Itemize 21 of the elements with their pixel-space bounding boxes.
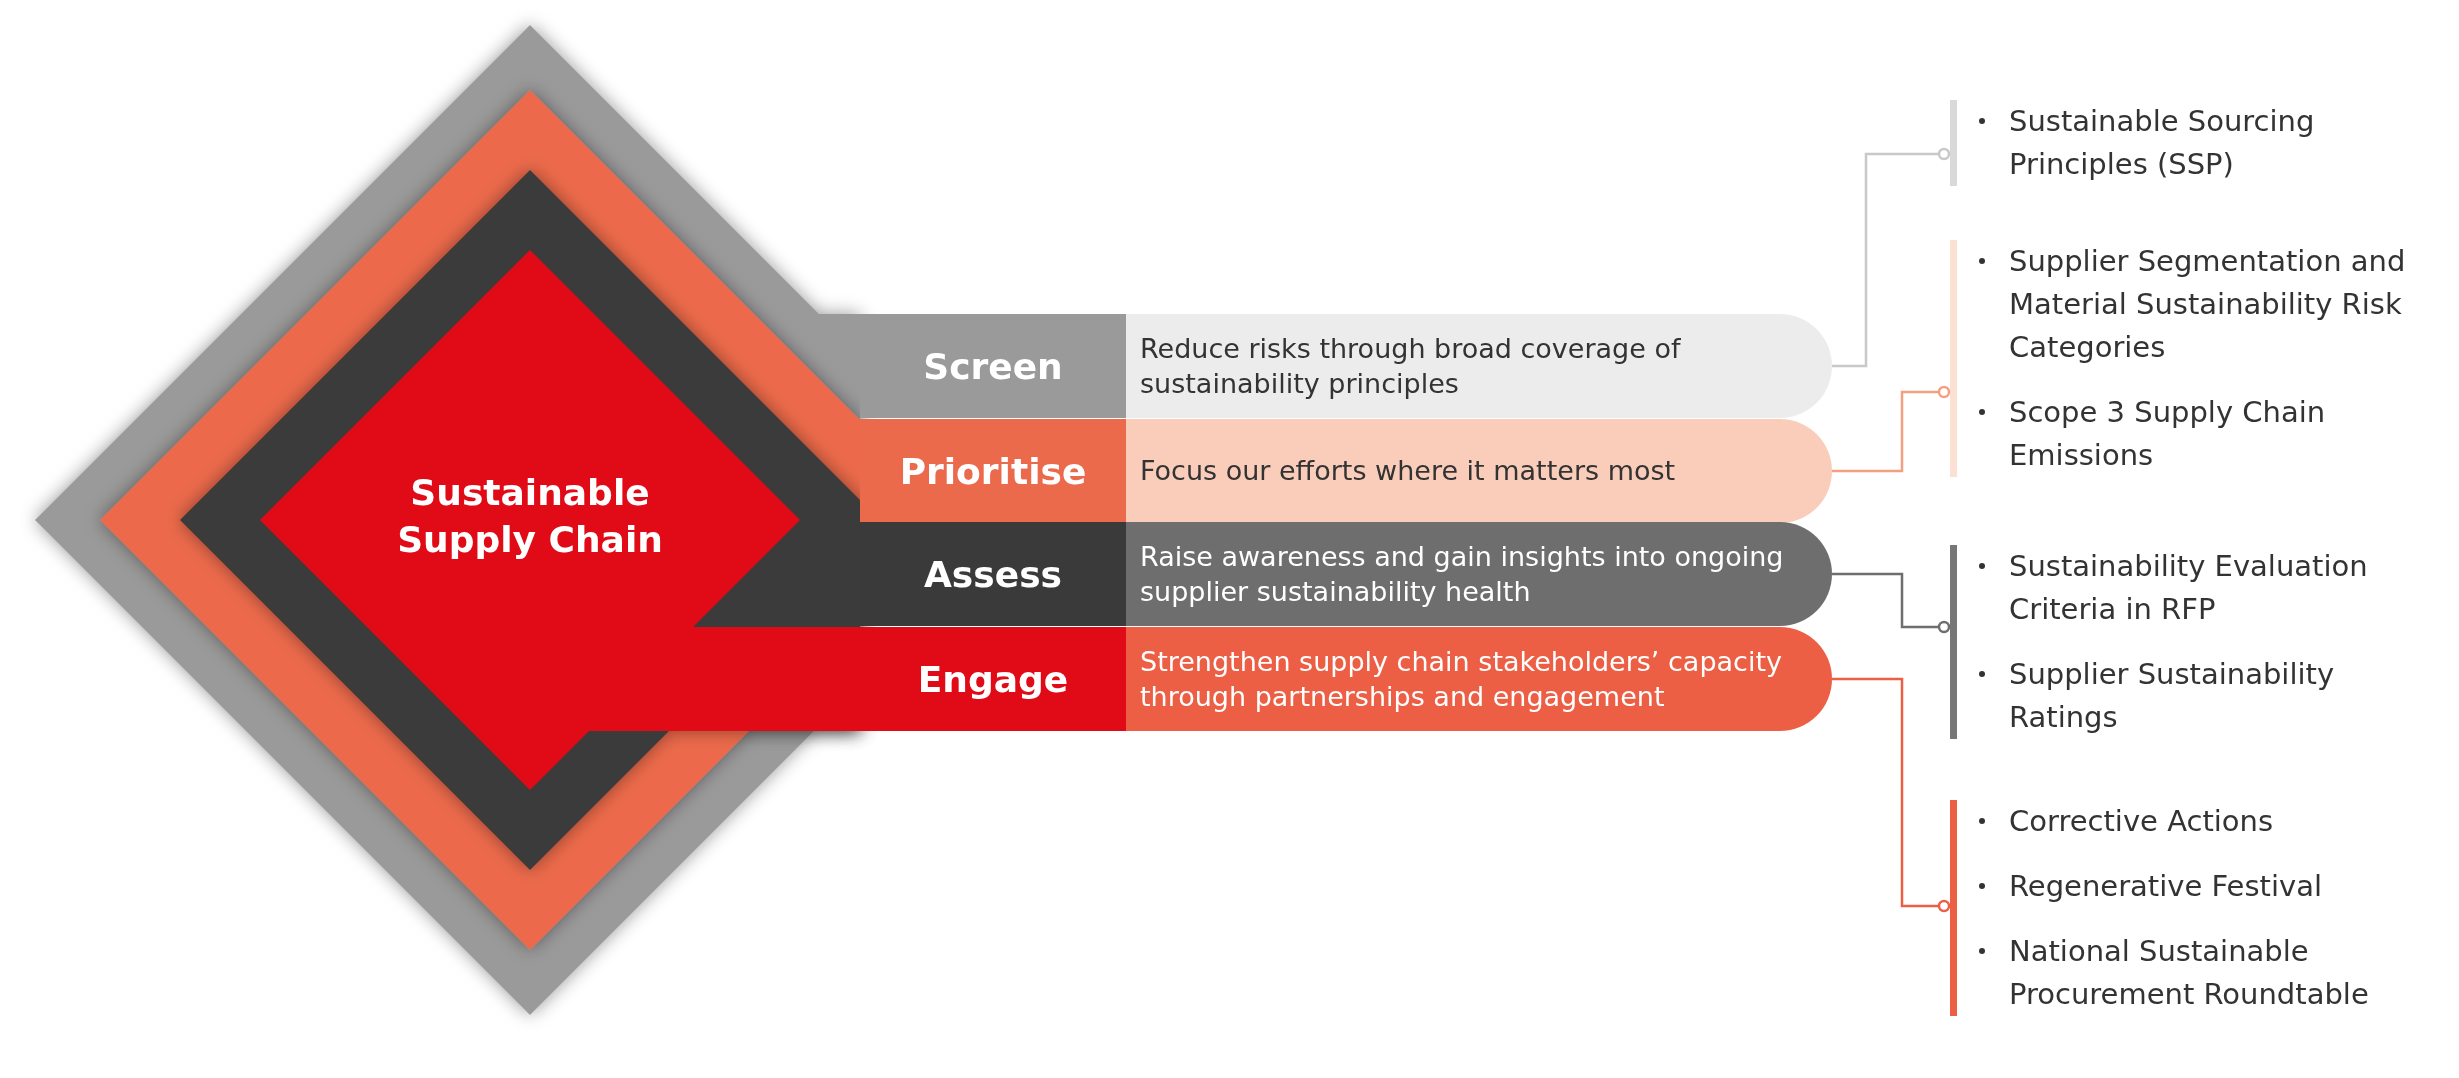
list-item-text: Supplier Segmentation and Material Sustainability Risk Categories bbox=[2009, 243, 2407, 366]
stage-description: Raise awareness and gain insights into ongoing supplier sustainability health bbox=[1139, 539, 1785, 609]
stage-label: Prioritise bbox=[898, 450, 1088, 492]
list-item-text: Regenerative Festival bbox=[2009, 868, 2323, 905]
stage-description: Strengthen supply chain stakeholders’ capacity through partnerships and engagement bbox=[1139, 644, 1783, 714]
connector-line bbox=[1832, 385, 1951, 473]
diamond-title: Sustainable Supply Chain bbox=[396, 471, 664, 562]
stage-label: Engage bbox=[916, 658, 1070, 700]
list-item-text: Sustainability Evaluation Criteria in RFP bbox=[2009, 548, 2369, 628]
stage-label: Assess bbox=[923, 553, 1063, 595]
connector-line bbox=[1832, 147, 1951, 368]
stage-label: Screen bbox=[922, 345, 1064, 387]
stage-description: Reduce risks through broad coverage of sustainability principles bbox=[1139, 331, 1682, 401]
connector-line bbox=[1832, 572, 1951, 634]
list-item-text: Corrective Actions bbox=[2009, 803, 2275, 840]
connector-line bbox=[1832, 677, 1951, 913]
list-item-text: National Sustainable Procurement Roundtable bbox=[2009, 933, 2370, 1013]
list-item-text: Supplier Sustainability Ratings bbox=[2009, 656, 2336, 736]
list-item-text: Scope 3 Supply Chain Emissions bbox=[2009, 394, 2327, 474]
stage-description: Focus our efforts where it matters most bbox=[1139, 454, 1677, 489]
list-item-text: Sustainable Sourcing Principles (SSP) bbox=[2009, 103, 2316, 183]
